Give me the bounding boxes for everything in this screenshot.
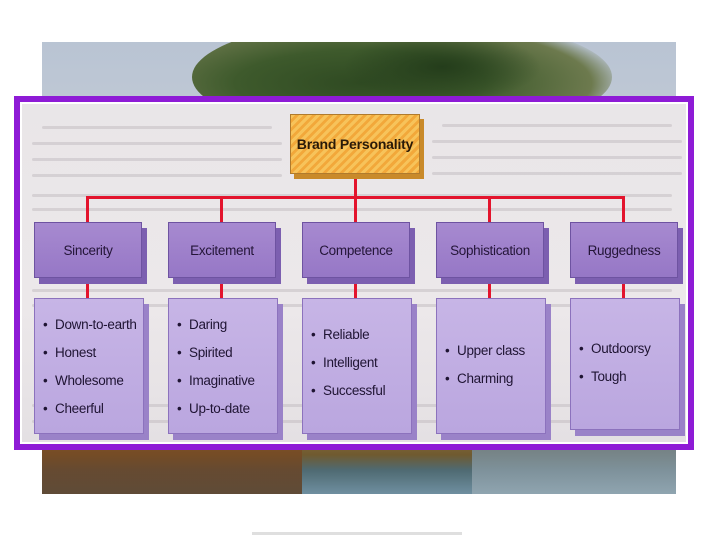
- detail-item: • Wholesome: [43, 367, 143, 395]
- diagram-frame: Brand Personality Sincerity Excitement C…: [14, 96, 694, 450]
- detail-item-text: Upper class: [457, 343, 525, 358]
- detail-box-sophistication: • Upper class • Charming: [436, 298, 546, 434]
- detail-box-ruggedness: • Outdoorsy • Tough: [570, 298, 680, 430]
- connector-ruggedness-detail: [622, 278, 625, 298]
- connector-drop-sophistication: [488, 196, 491, 222]
- detail-item-text: Wholesome: [55, 373, 124, 388]
- background-text-line: [432, 140, 682, 143]
- connector-drop-competence: [354, 196, 357, 222]
- bullet-dot-icon: •: [177, 401, 182, 416]
- detail-item-text: Reliable: [323, 327, 370, 342]
- detail-item-text: Tough: [591, 369, 627, 384]
- bullet-dot-icon: •: [43, 345, 48, 360]
- trait-excitement: Excitement: [168, 222, 276, 278]
- detail-item: • Imaginative: [177, 367, 277, 395]
- detail-item-text: Outdoorsy: [591, 341, 651, 356]
- background-text-line: [32, 289, 672, 292]
- bullet-dot-icon: •: [177, 373, 182, 388]
- bullet-dot-icon: •: [579, 369, 584, 384]
- bullet-dot-icon: •: [579, 341, 584, 356]
- background-text-line: [442, 124, 672, 127]
- connector-drop-ruggedness: [622, 196, 625, 222]
- detail-box-competence: • Reliable • Intelligent • Successful: [302, 298, 412, 434]
- trait-competence: Competence: [302, 222, 410, 278]
- detail-item-text: Imaginative: [189, 373, 255, 388]
- painting-tree-shadow: [342, 42, 542, 102]
- detail-item-text: Spirited: [189, 345, 233, 360]
- detail-item: • Upper class: [445, 337, 545, 365]
- connector-sophistication-detail: [488, 278, 491, 298]
- detail-item-text: Up-to-date: [189, 401, 250, 416]
- root-node-label: Brand Personality: [296, 136, 414, 152]
- detail-item-text: Charming: [457, 371, 514, 386]
- detail-item: • Successful: [311, 377, 411, 405]
- diagram-canvas: Brand Personality Sincerity Excitement C…: [20, 102, 688, 444]
- background-text-line: [32, 174, 282, 177]
- background-text-line: [42, 126, 272, 129]
- connector-excitement-detail: [220, 278, 223, 298]
- trait-label: Excitement: [190, 242, 254, 258]
- detail-box-sincerity: • Down-to-earth • Honest • Wholesome • Cheer…: [34, 298, 144, 434]
- bullet-dot-icon: •: [311, 355, 316, 370]
- detail-item-text: Honest: [55, 345, 96, 360]
- faint-caption-line: [252, 532, 462, 535]
- detail-item: • Charming: [445, 365, 545, 393]
- detail-item: • Up-to-date: [177, 395, 277, 423]
- detail-item: • Honest: [43, 339, 143, 367]
- bullet-dot-icon: •: [445, 343, 450, 358]
- background-text-line: [432, 172, 682, 175]
- detail-box-excitement: • Daring • Spirited • Imaginative • Up-to-da…: [168, 298, 278, 434]
- detail-item: • Outdoorsy: [579, 335, 679, 363]
- background-text-line: [32, 158, 282, 161]
- detail-item-text: Successful: [323, 383, 386, 398]
- background-text-line: [32, 208, 672, 211]
- trait-ruggedness: Ruggedness: [570, 222, 678, 278]
- painting-earth: [42, 449, 302, 494]
- trait-sophistication: Sophistication: [436, 222, 544, 278]
- trait-label: Sophistication: [450, 242, 530, 258]
- bullet-dot-icon: •: [43, 317, 48, 332]
- detail-item: • Daring: [177, 311, 277, 339]
- background-text-line: [32, 142, 282, 145]
- trait-label: Competence: [319, 242, 393, 258]
- detail-item: • Intelligent: [311, 349, 411, 377]
- trait-label: Ruggedness: [587, 242, 661, 258]
- bullet-dot-icon: •: [311, 383, 316, 398]
- root-node: Brand Personality: [290, 114, 420, 174]
- trait-sincerity: Sincerity: [34, 222, 142, 278]
- connector-sincerity-detail: [86, 278, 89, 298]
- connector-root-stem: [354, 174, 357, 198]
- bullet-dot-icon: •: [311, 327, 316, 342]
- bullet-dot-icon: •: [177, 345, 182, 360]
- detail-item: • Reliable: [311, 321, 411, 349]
- bullet-dot-icon: •: [177, 317, 182, 332]
- bullet-dot-icon: •: [445, 371, 450, 386]
- detail-item: • Cheerful: [43, 395, 143, 423]
- connector-drop-sincerity: [86, 196, 89, 222]
- background-text-line: [32, 194, 672, 197]
- background-text-line: [432, 156, 682, 159]
- detail-item-text: Cheerful: [55, 401, 104, 416]
- bullet-dot-icon: •: [43, 373, 48, 388]
- connector-competence-detail: [354, 278, 357, 298]
- detail-item-text: Daring: [189, 317, 227, 332]
- trait-label: Sincerity: [63, 242, 113, 258]
- detail-item: • Tough: [579, 363, 679, 391]
- bullet-dot-icon: •: [43, 401, 48, 416]
- detail-item-text: Down-to-earth: [55, 317, 137, 332]
- connector-drop-excitement: [220, 196, 223, 222]
- detail-item: • Down-to-earth: [43, 311, 143, 339]
- detail-item: • Spirited: [177, 339, 277, 367]
- detail-item-text: Intelligent: [323, 355, 378, 370]
